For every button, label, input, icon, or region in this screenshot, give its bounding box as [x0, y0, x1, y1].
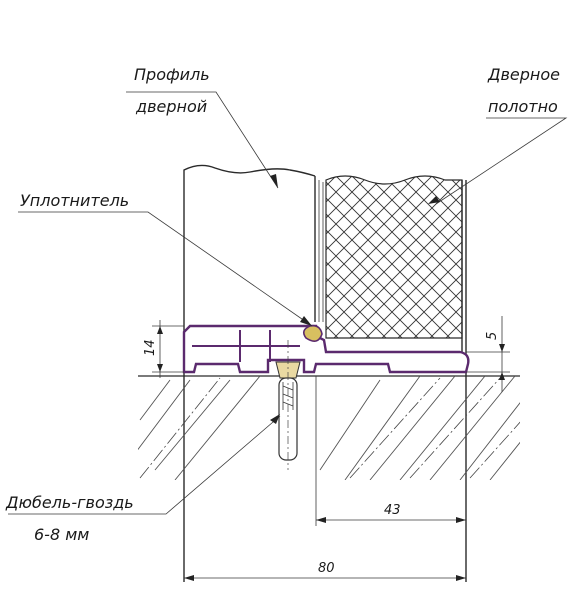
leader-lines: [8, 91, 568, 515]
door-profile-label-line2: дверной: [135, 97, 207, 116]
door-profile-label-line1: Профиль: [134, 65, 210, 84]
dimension-height-14: 14: [143, 339, 158, 356]
door-leaf-label-line2: полотно: [488, 97, 558, 116]
dowel-label-line1: Дюбель-гвоздь: [5, 493, 134, 512]
dimension-80: 80: [318, 561, 335, 576]
threshold-profile: [182, 324, 470, 374]
dimension-step-5: 5: [485, 332, 500, 340]
door-leaf: [325, 175, 467, 582]
dowel-label-line2: 6-8 мм: [34, 525, 89, 544]
dimension-lines: [152, 316, 510, 581]
floor-section: [138, 375, 520, 480]
door-leaf-label-line1: Дверное: [487, 65, 560, 84]
dowel-nail: [275, 340, 301, 470]
seal: [302, 324, 323, 342]
door-frame-profile: [183, 164, 324, 582]
seal-label: Уплотнитель: [20, 191, 129, 210]
dimension-43: 43: [384, 503, 401, 518]
